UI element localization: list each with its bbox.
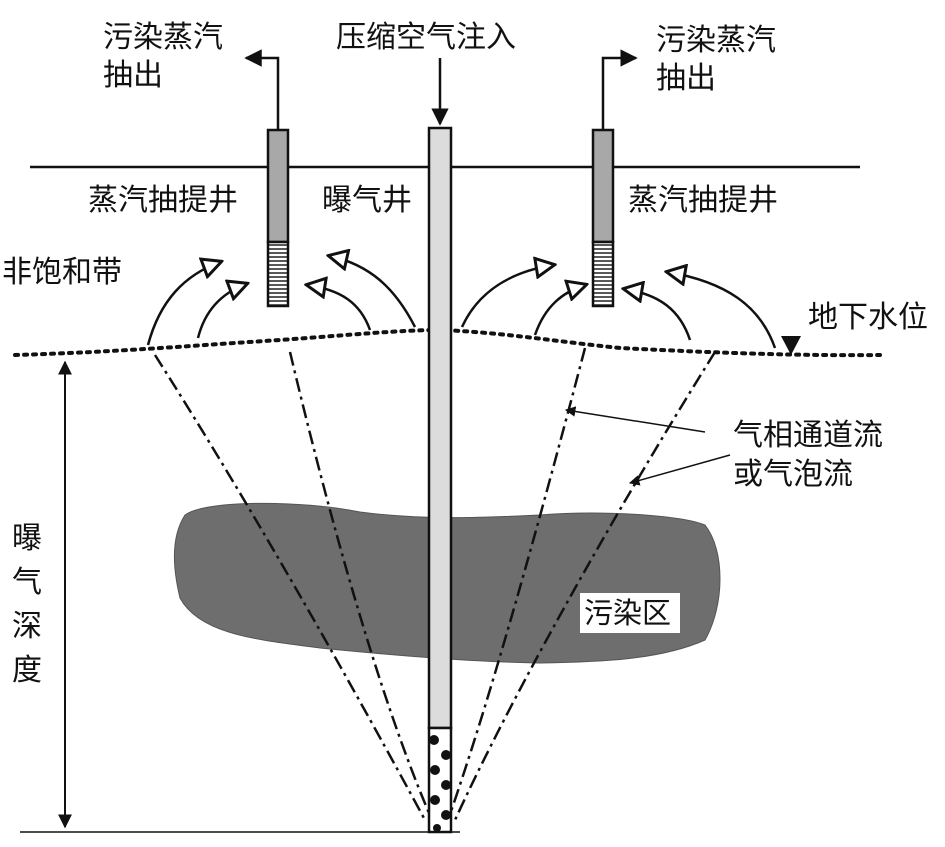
extract-left-label-1: 污染蒸汽 [103,20,223,55]
extract-arrow-left [244,49,280,130]
extract-right-label-2: 抽出 [656,61,716,96]
vapor-flow-arrows-left [146,256,417,346]
air-channel-label-2: 或气泡流 [733,457,853,492]
vadose-zone-label: 非饱和带 [2,255,122,290]
contaminated-zone-label: 污染区 [584,596,671,630]
contaminated-zone-label-bg [580,593,680,633]
extract-left-label-2: 抽出 [103,58,163,93]
depth-label-char-3: 深 [12,609,42,644]
extract-arrow-right [601,49,638,130]
depth-label-char-2: 气 [12,565,42,600]
vapor-well-right-label: 蒸汽抽提井 [628,183,778,218]
air-channel-leaders [564,406,731,486]
air-injection-label: 压缩空气注入 [336,20,516,55]
vapor-flow-arrows-right [460,265,777,349]
water-table-marker-icon [781,336,801,355]
water-table-label: 地下水位 [808,300,928,335]
vapor-well-left-screen [266,240,290,308]
air-channel-label-1: 气相通道流 [733,418,883,453]
sparge-bubbles [429,735,451,832]
sparge-well-pipe [427,126,453,730]
vapor-well-left-label: 蒸汽抽提井 [88,183,238,218]
air-channel-lines [153,347,717,821]
sparge-well-label: 曝气井 [322,183,412,218]
vapor-well-left-casing [266,128,290,244]
vapor-well-right-casing [591,128,615,244]
depth-label-char-1: 曝 [12,521,42,556]
depth-label-char-4: 度 [12,653,42,688]
vapor-well-right-screen [591,240,615,308]
extract-right-label-1: 污染蒸汽 [656,23,776,58]
